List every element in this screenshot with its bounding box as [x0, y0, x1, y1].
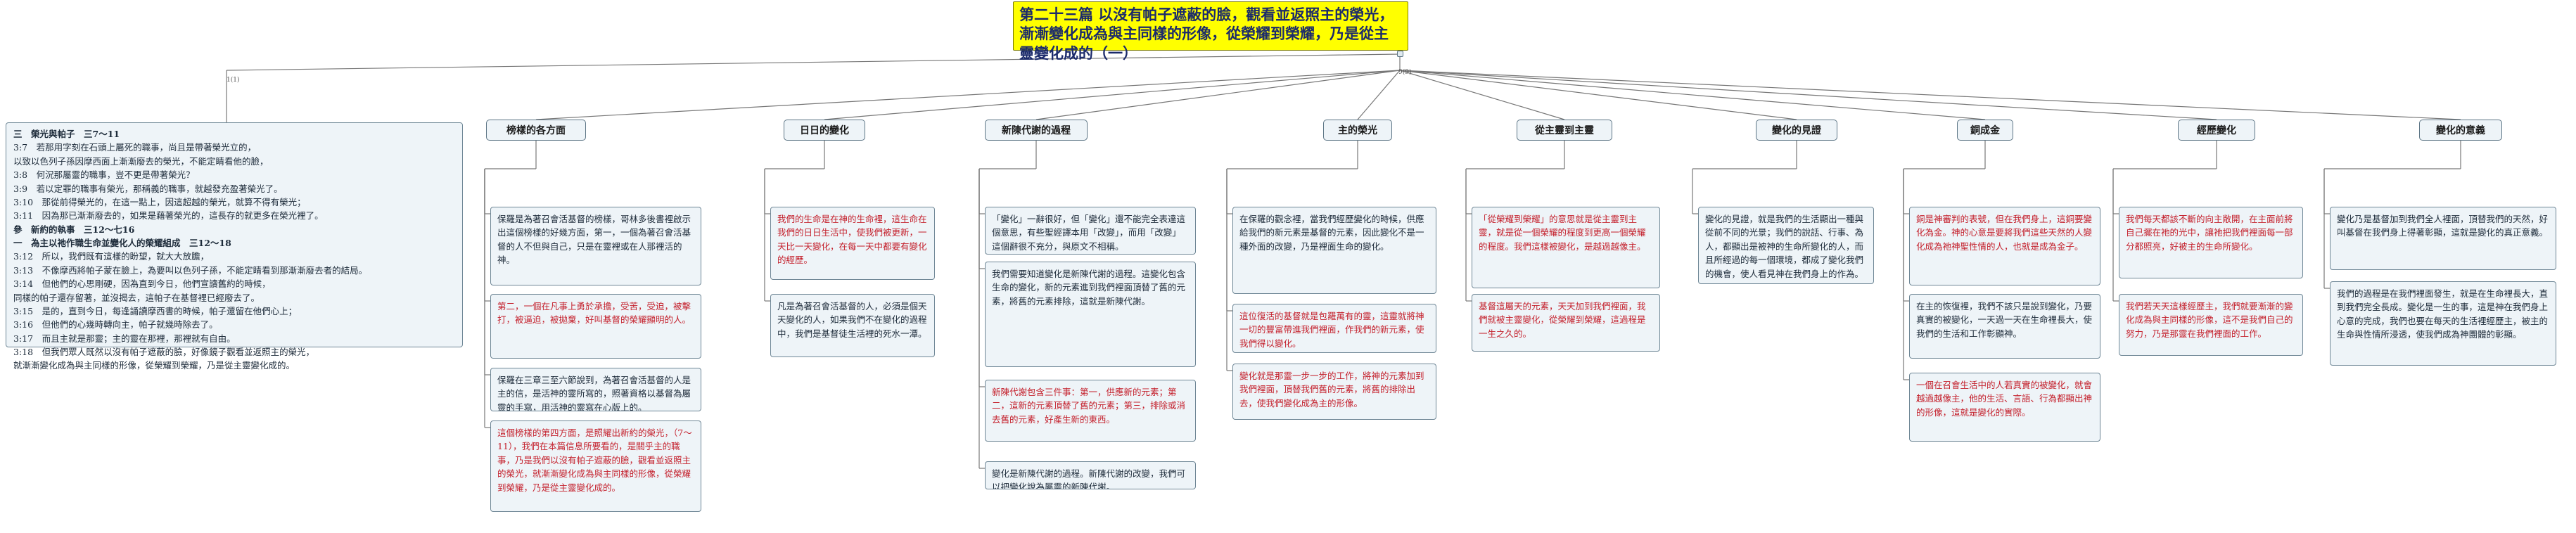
branch-card: 變化是新陳代謝的過程。新陳代謝的改變，我們可以把變化說為屬靈的新陳代謝。 [985, 461, 1196, 489]
branch-node[interactable]: 榜樣的各方面 [486, 120, 586, 141]
root-title: 第二十三篇 以沒有帕子遮蔽的臉，觀看並返照主的榮光，漸漸變化成為與主同樣的形像，… [1013, 1, 1408, 62]
connector [1399, 70, 2217, 120]
branch-card: 在保羅的觀念裡，當我們經歷變化的時候，供應給我們的新元素是基督的元素，因此變化不… [1232, 207, 1436, 294]
branch-node[interactable]: 新陳代謝的過程 [985, 120, 1088, 141]
branch-card: 基督這屬天的元素，天天加到我們裡面，我們就被主靈變化，從榮耀到榮耀，這過程是一生… [1472, 294, 1660, 352]
outline-line: 3:10 那從前得榮光的，在這一點上，因這超越的榮光，就算不得有榮光； [13, 196, 306, 207]
branch-card: 第二，一個在凡事上勇於承擔，受苦，受迫，被擊打，被逼迫，被拋棄，好叫基督的榮耀顯… [490, 294, 701, 359]
connector [824, 70, 1401, 120]
branch-card: 我們需要知道變化是新陳代謝的過程。這變化包含生命的變化，新的元素進到我們裡面頂替… [985, 262, 1196, 367]
connector [1399, 70, 1565, 120]
branch-card: 保羅在三章三至六節說到，為著召會活基督的人是主的信，是活神的靈所寫的，照著資格以… [490, 368, 701, 411]
branch-card: 銅是神審判的表號，但在我們身上，這銅要變化為金。神的心意是要將我們這些天然的人變… [1909, 207, 2100, 285]
branch-card: 保羅是為著召會活基督的榜樣，哥林多後書裡啟示出這個榜樣的好幾方面，第一，一個為著… [490, 207, 701, 285]
branch-node[interactable]: 銅成金 [1957, 120, 2013, 141]
connector [1399, 70, 2461, 120]
branch-card: 我們若天天這樣經歷主，我們就要漸漸的變化成為與主同樣的形像，這不是我們自己的努力… [2119, 294, 2303, 356]
connector [226, 53, 1401, 71]
outline-line: 3:13 不像摩西將帕子蒙在臉上，為要叫以色列子孫，不能定睛看到那漸漸廢去者的結… [13, 264, 368, 276]
outline-line: 就漸漸變化成為與主同樣的形像，從榮耀到榮耀，乃是從主靈變化成的。 [13, 360, 295, 371]
connector [535, 70, 1401, 120]
outline-line: 3:14 但他們的心思剛硬，因為直到今日，他們宣讀舊約的時候， [13, 278, 271, 290]
outline-line: 三 榮光與帕子 三7～11 [13, 129, 120, 139]
branch-card: 我們每天都該不斷的向主敞開，在主面前將自己擺在祂的光中，讓祂把我們裡面每一部分都… [2119, 207, 2303, 278]
outline-line: 一 為主以祂作職生命並變化人的榮耀組成 三12～18 [13, 238, 231, 248]
branch-card: 我們的生命是在神的生命裡，這生命在我們的日日生活中，使我們被更新，一天比一天變化… [770, 207, 935, 280]
branch-card: 這個榜樣的第四方面，是照耀出新約的榮光，（7～11），我們在本篇信息所要看的，是… [490, 420, 701, 512]
branch-card: 我們的過程是在我們裡面發生，就是在生命裡長大，直到我們完全長成。變化是一生的事，… [2330, 281, 2556, 366]
outline-line: 3:7 若那用字刻在石頭上屬死的職事，尚且是帶著榮光立的， [13, 142, 257, 153]
branch-card: 變化就是那靈一步一步的工作，將神的元素加到我們裡面，頂替我們舊的元素，將舊的排除… [1232, 364, 1436, 420]
outline-line: 3:18 但我們眾人既然以沒有帕子遮蔽的臉，好像鏡子觀看並返照主的榮光， [13, 347, 315, 357]
connector [1357, 70, 1401, 120]
branch-card: 「變化」一辭很好，但「變化」還不能完全表達這個意思，有些聖經譯本用「改變」，而用… [985, 207, 1196, 255]
branch-node[interactable]: 變化的見證 [1756, 120, 1837, 141]
branch-card: 凡是為著召會活基督的人，必須是個天天變化的人，如果我們不在變化的過程中，我們是基… [770, 294, 935, 357]
outline-line: 3:17 而且主就是那靈；主的靈在那裡，那裡就有自由。 [13, 333, 236, 344]
outline-line: 同樣的帕子還存留著，並沒揭去，這帕子在基督裡已經廢去了。 [13, 292, 260, 303]
branch-node[interactable]: 經歷變化 [2178, 120, 2255, 141]
branch-node[interactable]: 日日的變化 [784, 120, 865, 141]
connector [1035, 70, 1401, 120]
outline-line: 3:15 是的，直到今日，每逢誦讀摩西書的時候，帕子還留在他們心上； [13, 305, 298, 316]
outline-line: 3:11 因為那已漸漸廢去的，如果是藉著榮光的，這長存的就更多在榮光裡了。 [13, 210, 324, 221]
connector [1399, 70, 1986, 120]
scripture-outline: 三 榮光與帕子 三7～11 3:7 若那用字刻在石頭上屬死的職事，尚且是帶著榮光立… [6, 122, 463, 371]
branch-card: 變化的見證，就是我們的生活顯出一種與從前不同的光景；我們的說話、行事、為人，都顯… [1698, 207, 1874, 284]
outline-line: 以致以色列子孫因摩西面上漸漸廢去的榮光，不能定睛看他的臉， [13, 155, 269, 167]
branch-card: 一個在召會生活中的人若真實的被變化，就會越過越像主，他的生活、言語、行為都顯出神… [1909, 373, 2100, 442]
branch-card: 這位復活的基督就是包羅萬有的靈，這靈就將神一切的豐富帶進我們裡面，作我們的新元素… [1232, 304, 1436, 353]
connector [1399, 70, 1797, 120]
branch-card: 在主的恢復裡，我們不該只是說到變化，乃要真實的被變化，一天過一天在生命裡長大，使… [1909, 294, 2100, 359]
outline-line: 3:8 何況那屬靈的職事，豈不更是帶著榮光？ [13, 169, 195, 181]
branch-card: 新陳代謝包含三件事：第一，供應新的元素；第二，這新的元素頂替了舊的元素；第三，排… [985, 380, 1196, 442]
outline-line: 3:12 所以，我們既有這樣的盼望，就大大放膽， [13, 251, 210, 262]
root-expander[interactable] [1397, 51, 1403, 57]
outline-count: 1(1) [227, 77, 240, 84]
outline-line: 參 新約的執事 三12～七16 [13, 224, 135, 235]
branch-node[interactable]: 變化的意義 [2419, 120, 2502, 141]
outline-line: 3:9 若以定罪的職事有榮光，那稱義的職事，就越發充盈著榮光了。 [13, 183, 283, 194]
branch-node[interactable]: 主的榮光 [1323, 120, 1392, 141]
outline-line: 3:16 但他們的心幾時轉向主，帕子就幾時除去了。 [13, 319, 218, 330]
root-count: 9(9) [1398, 69, 1412, 76]
branch-card: 變化乃是基督加到我們全人裡面，頂替我們的天然，好叫基督在我們身上得著彰顯，這就是… [2330, 207, 2556, 270]
branch-card: 「從榮耀到榮耀」的意思就是從主靈到主靈，就是從一個榮耀的程度到更高一個榮耀的程度… [1472, 207, 1660, 288]
branch-node[interactable]: 從主靈到主靈 [1517, 120, 1612, 141]
